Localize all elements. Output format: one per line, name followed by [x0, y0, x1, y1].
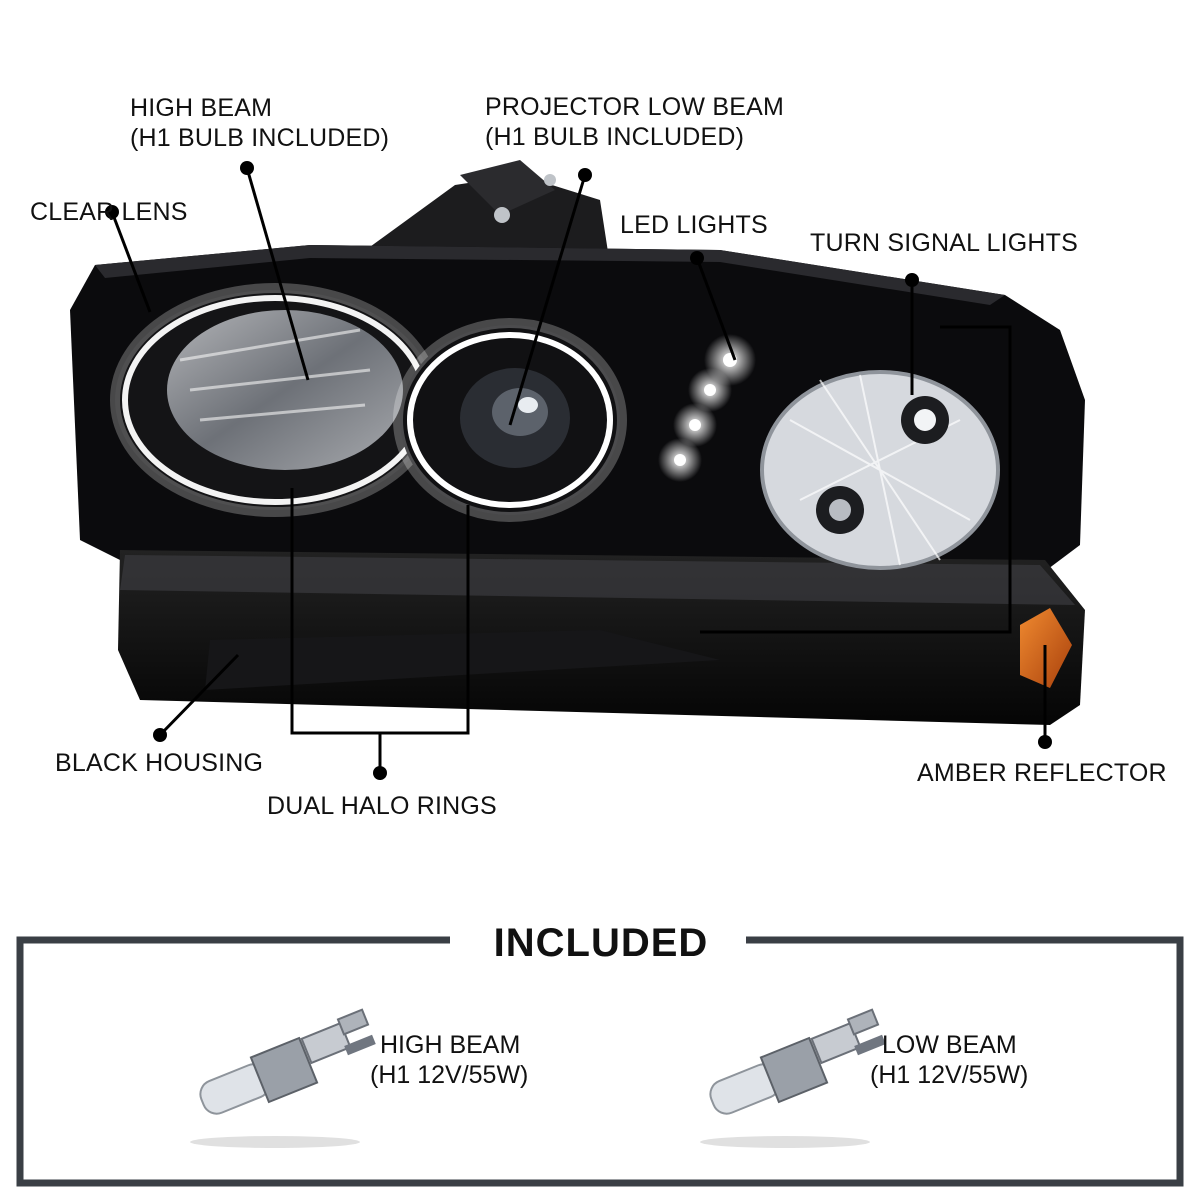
- callout-dual-halo: DUAL HALO RINGS: [267, 792, 497, 820]
- included-title: INCLUDED: [493, 921, 709, 965]
- bulb-high-beam-line1: HIGH BEAM: [380, 1031, 521, 1059]
- callout-amber-reflector: AMBER REFLECTOR: [917, 759, 1167, 787]
- high-beam-lamp: [110, 283, 440, 517]
- callout-projector-line2: (H1 BULB INCLUDED): [485, 123, 745, 151]
- callout-lines: [110, 167, 1047, 770]
- callout-turn-signal: TURN SIGNAL LIGHTS: [810, 229, 1078, 257]
- bumper-light: [118, 550, 1085, 725]
- callout-high-beam-line1: HIGH BEAM: [130, 94, 273, 122]
- callout-black-housing: BLACK HOUSING: [55, 749, 264, 777]
- headlight-product-image: [70, 160, 1085, 780]
- included-frame: [16, 936, 1184, 1187]
- bulb-low-beam-line1: LOW BEAM: [882, 1031, 1017, 1059]
- callout-led-lights: LED LIGHTS: [620, 211, 768, 239]
- bulb-high-beam-line2: (H1 12V/55W): [370, 1061, 529, 1089]
- h1-bulb-icon: [190, 1008, 376, 1148]
- mounting-bracket: [345, 160, 610, 265]
- led-lights: [658, 334, 756, 482]
- turn-signal-lamp: [760, 370, 1000, 570]
- callout-projector-line1: PROJECTOR LOW BEAM: [485, 93, 785, 121]
- callout-clear-lens: CLEAR LENS: [30, 198, 188, 226]
- callout-high-beam-line2: (H1 BULB INCLUDED): [130, 124, 390, 152]
- h1-bulb-icon: [700, 1008, 886, 1148]
- callout-dots: [105, 161, 1052, 780]
- bulb-low-beam-line2: (H1 12V/55W): [870, 1061, 1029, 1089]
